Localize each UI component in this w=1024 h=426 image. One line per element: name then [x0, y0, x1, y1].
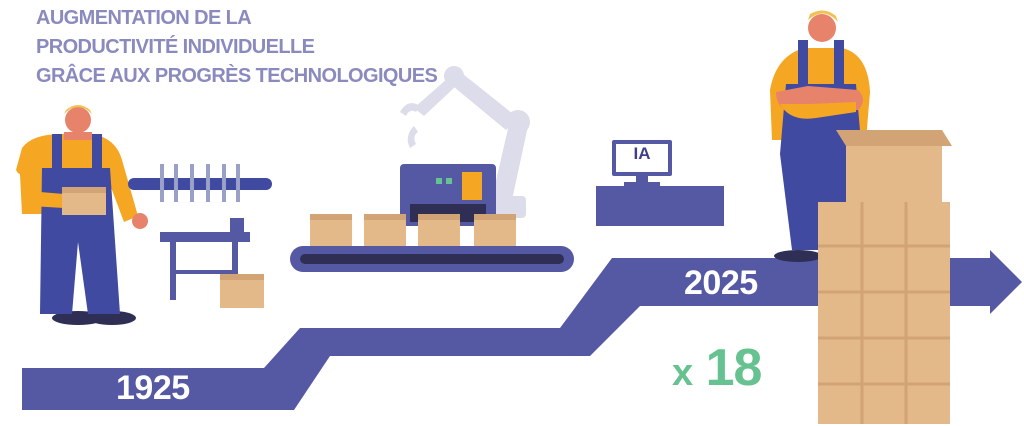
timeline-arrow — [22, 250, 1022, 410]
title-line-3: GRÂCE AUX PROGRÈS TECHNOLOGIQUES — [36, 65, 438, 87]
end-year-label: 2025 — [684, 264, 758, 302]
infographic-title: AUGMENTATION DE LA PRODUCTIVITÉ INDIVIDU… — [36, 4, 438, 91]
worker-2025-illustration — [770, 10, 870, 262]
conveyor-boxes — [310, 214, 516, 246]
start-year-label: 1925 — [116, 369, 190, 407]
workbench-icon — [160, 218, 250, 300]
productivity-multiplier: x 18 — [672, 338, 763, 403]
multiplier-value: 18 — [705, 339, 763, 397]
title-line-2: PRODUCTIVITÉ INDIVIDUELLE — [36, 36, 315, 58]
worker-1925-illustration — [16, 105, 148, 325]
robot-arm-icon — [400, 66, 530, 218]
title-line-1: AUGMENTATION DE LA — [36, 7, 252, 29]
multiplier-prefix: x — [672, 352, 693, 394]
box-stack-icon — [818, 130, 952, 424]
tool-rack-icon — [128, 164, 272, 202]
floor-box — [220, 274, 264, 308]
conveyor-machine-icon — [290, 164, 574, 272]
ai-computer-icon — [596, 140, 724, 226]
ai-screen-label: IA — [633, 144, 651, 163]
